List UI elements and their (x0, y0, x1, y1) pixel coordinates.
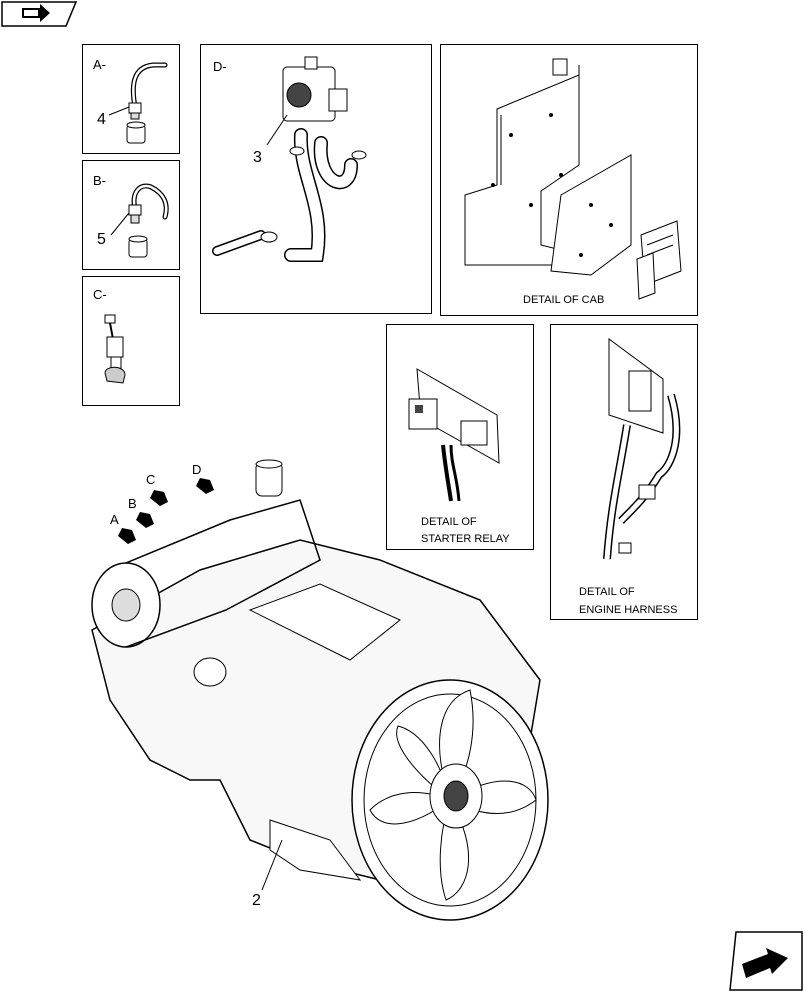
harness-caption-line2: ENGINE HARNESS (579, 604, 678, 616)
detail-c-box: C- (82, 276, 180, 406)
next-page-button[interactable] (728, 928, 804, 994)
sensor-b-drawing (110, 183, 169, 258)
detail-harness-box: DETAIL OF ENGINE HARNESS (550, 324, 698, 620)
detail-d-box: D- 3 (200, 44, 432, 314)
detail-starter-box: DETAIL OF STARTER RELAY (386, 324, 534, 550)
engine-callout: 2 (252, 892, 261, 909)
starter-caption-line2: STARTER RELAY (421, 533, 510, 545)
detail-b-callout: 5 (97, 231, 106, 248)
arrow-label-a: A (110, 512, 119, 527)
detail-b-box: B- 5 (82, 160, 180, 270)
starter-relay-drawing (408, 368, 500, 502)
starter-caption-line1: DETAIL OF (421, 516, 477, 528)
next-page-arrow-icon (729, 931, 803, 991)
detail-d-label: D- (213, 59, 227, 74)
cab-bracket-drawing (464, 58, 682, 300)
detail-a-callout: 4 (97, 111, 106, 128)
engine-harness-drawing (603, 338, 681, 560)
detail-c-label: C- (93, 287, 107, 302)
detail-a-label: A- (93, 57, 106, 72)
detail-b-label: B- (93, 173, 106, 188)
book-arrow-icon (1, 1, 78, 27)
connector-c-drawing (104, 314, 126, 384)
sensor-a-drawing (108, 62, 168, 144)
book-nav-tab[interactable] (0, 0, 80, 28)
arrow-label-d: D (192, 462, 202, 477)
detail-d-callout: 3 (253, 149, 262, 166)
detail-cab-box: DETAIL OF CAB (440, 44, 698, 316)
detail-a-box: A- 4 (82, 44, 180, 154)
arrow-label-c: C (146, 472, 156, 487)
harness-caption-line1: DETAIL OF (579, 586, 635, 598)
arrow-label-b: B (128, 496, 137, 511)
valve-d-drawing (212, 56, 367, 262)
detail-cab-caption: DETAIL OF CAB (523, 294, 605, 306)
